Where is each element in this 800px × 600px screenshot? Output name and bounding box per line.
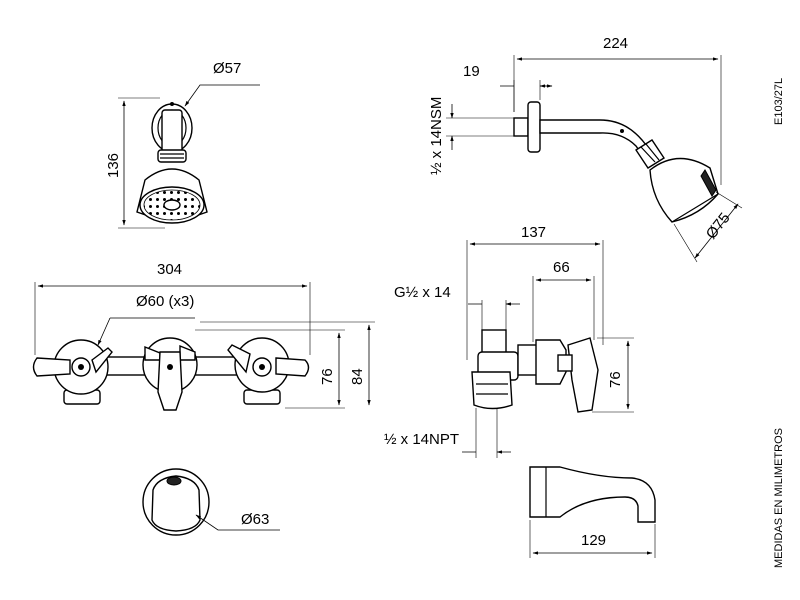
label-diameter-57: Ø57 — [213, 60, 241, 77]
valve-set-front-view — [32, 337, 310, 411]
label-diameter-75: Ø75 — [703, 210, 734, 243]
label-length-129: 129 — [581, 532, 606, 549]
label-length-224: 224 — [603, 35, 628, 52]
label-thread-nsm: ½ x 14NSM — [428, 97, 445, 175]
label-height-136: 136 — [105, 153, 122, 178]
spout-side-view — [529, 466, 656, 523]
dim-shower-head-height: 136 — [105, 97, 165, 229]
dim-set-height-76: 76 — [195, 329, 345, 409]
dim-handle-diameter: Ø60 (x3) — [98, 293, 195, 345]
label-height-76: 76 — [319, 368, 336, 385]
dim-set-width: 304 — [34, 261, 311, 355]
label-height-84: 84 — [349, 368, 366, 385]
label-depth-137: 137 — [521, 224, 546, 241]
units-note: MEDIDAS EN MILIMETROS — [773, 428, 785, 568]
label-width-304: 304 — [157, 261, 182, 278]
dim-set-height-84: 84 — [200, 321, 375, 406]
model-code: E103/27L — [773, 78, 785, 125]
dim-inlet-thread: G½ x 14 — [394, 284, 520, 330]
label-offset-19: 19 — [463, 63, 480, 80]
dim-spout-diameter: Ø63 — [195, 511, 280, 531]
label-side-height-76: 76 — [607, 371, 624, 388]
label-thread-g: G½ x 14 — [394, 284, 451, 301]
dim-valve-side-height: 76 — [592, 337, 634, 413]
label-depth-66: 66 — [553, 259, 570, 276]
dim-spout-length: 129 — [529, 520, 656, 558]
dim-arm-thread: ½ x 14NSM — [428, 97, 514, 175]
label-diameter-60-x3: Ø60 (x3) — [136, 293, 194, 310]
label-diameter-63: Ø63 — [241, 511, 269, 528]
dim-outlet-thread: ½ x 14NPT — [384, 408, 511, 458]
shower-arm-side-view — [513, 101, 719, 223]
dim-valve-depth-total: 137 — [466, 224, 604, 360]
dim-shower-head-diameter: Ø57 — [184, 60, 260, 107]
dim-arm-offset: 19 — [463, 63, 552, 112]
spout-front-view — [142, 468, 210, 536]
label-thread-npt: ½ x 14NPT — [384, 431, 459, 448]
shower-head-front-view — [136, 102, 208, 224]
dim-valve-depth-partial: 66 — [532, 259, 595, 342]
valve-side-view — [471, 329, 599, 413]
